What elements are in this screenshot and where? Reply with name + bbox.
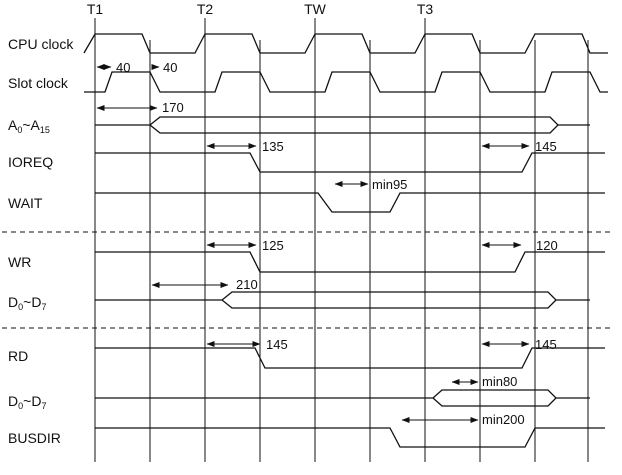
signal-label-slot-clock: Slot clock [8,75,69,91]
waveform-busdir [95,427,605,448]
timing-label-rd-fall: 145 [266,337,288,352]
timing-label-wr-rise: 120 [536,238,558,253]
waveform-rd [95,347,605,369]
waveform-wait [95,192,605,213]
waveform-cpu-clock [83,33,608,54]
signal-label-wait: WAIT [8,195,43,211]
signal-label-data-write: D0~D7 [8,294,46,312]
signal-label-ioreq: IOREQ [8,154,53,170]
timing-gridlines [94,18,589,462]
signal-label-rd: RD [8,348,28,364]
phase-label-t3: T3 [417,1,434,17]
waveform-wr [95,251,605,273]
signal-label-data-read: D0~D7 [8,393,46,411]
signal-label-busdir: BUSDIR [8,430,61,446]
timing-label-addr-valid: 170 [162,100,184,115]
timing-label-cpu-slot-high: 40 [116,60,130,75]
timing-label-data-write-valid: 210 [236,277,258,292]
timing-label-busdir-min: min200 [482,412,525,427]
waveform-slot-clock [84,71,608,93]
phase-label-t2: T2 [197,1,214,17]
phase-label-t1: T1 [87,1,104,17]
timing-label-ioreq-fall: 135 [262,139,284,154]
phase-label-tw: TW [304,1,327,17]
timing-label-ioreq-rise: 145 [535,139,557,154]
timing-label-data-read-min: min80 [482,374,517,389]
signal-label-address-bus: A0~A15 [8,117,50,135]
waveform-data-read [95,389,590,407]
waveform-address-bus [95,116,590,134]
timing-label-wr-fall: 125 [262,238,284,253]
timing-label-wait-min: min95 [372,177,407,192]
signal-label-wr: WR [8,254,31,270]
timing-label-cpu-slot-low: 40 [163,60,177,75]
waveform-data-write [95,291,590,309]
timing-label-rd-rise: 145 [535,337,557,352]
waveform-ioreq [95,152,605,173]
signal-label-cpu-clock: CPU clock [8,36,74,52]
